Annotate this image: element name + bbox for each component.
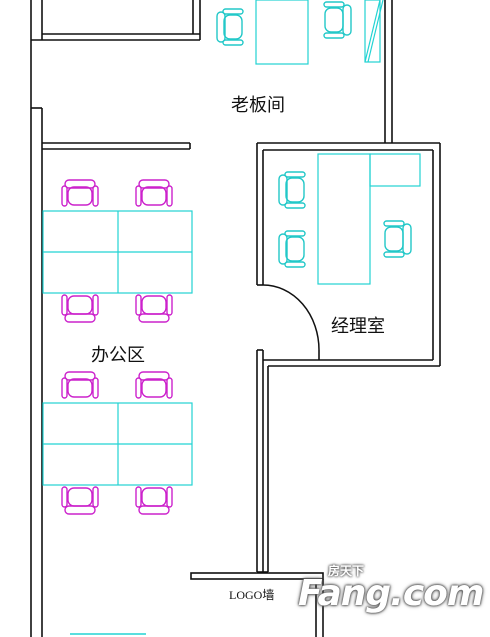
chairs: [61, 1, 412, 515]
boss-furniture: [255, 0, 384, 65]
manager-side-table: [369, 153, 421, 187]
manager-chair: [278, 171, 306, 209]
manager-door-swing: [262, 284, 320, 351]
room-label-boss-office: 老板间: [231, 95, 285, 116]
boss-cabinet: [364, 0, 381, 63]
manager-desk: [317, 153, 371, 285]
staff-chair: [135, 179, 173, 207]
logo-wall: [190, 572, 324, 580]
fang-watermark: 房天下 Fang.com: [298, 564, 484, 617]
room-label-manager-office: 经理室: [331, 316, 385, 337]
boss-cabinet-diagonal-2: [367, 0, 384, 63]
watermark-brand: Fang.com: [298, 573, 484, 614]
room-label-logo-wall: LOGO墙: [229, 588, 275, 602]
boss-cabinet-diagonal: [364, 0, 381, 63]
boss-desk: [255, 0, 309, 65]
office-desks: [42, 210, 193, 486]
staff-chair: [61, 294, 99, 323]
staff-chair: [61, 371, 99, 399]
walls: [30, 0, 441, 637]
staff-chair: [135, 486, 173, 515]
manager-chair: [278, 230, 306, 268]
staff-chair: [61, 179, 99, 207]
staff-chair: [61, 486, 99, 515]
watermark-sub: 房天下: [328, 564, 365, 578]
boss-chair: [323, 1, 352, 39]
staff-chair: [135, 294, 173, 323]
room-label-open-office: 办公区: [91, 345, 145, 366]
boss-chair: [216, 8, 244, 46]
staff-chair: [135, 371, 173, 399]
manager-furniture: [317, 153, 421, 285]
manager-chair: [383, 220, 412, 258]
